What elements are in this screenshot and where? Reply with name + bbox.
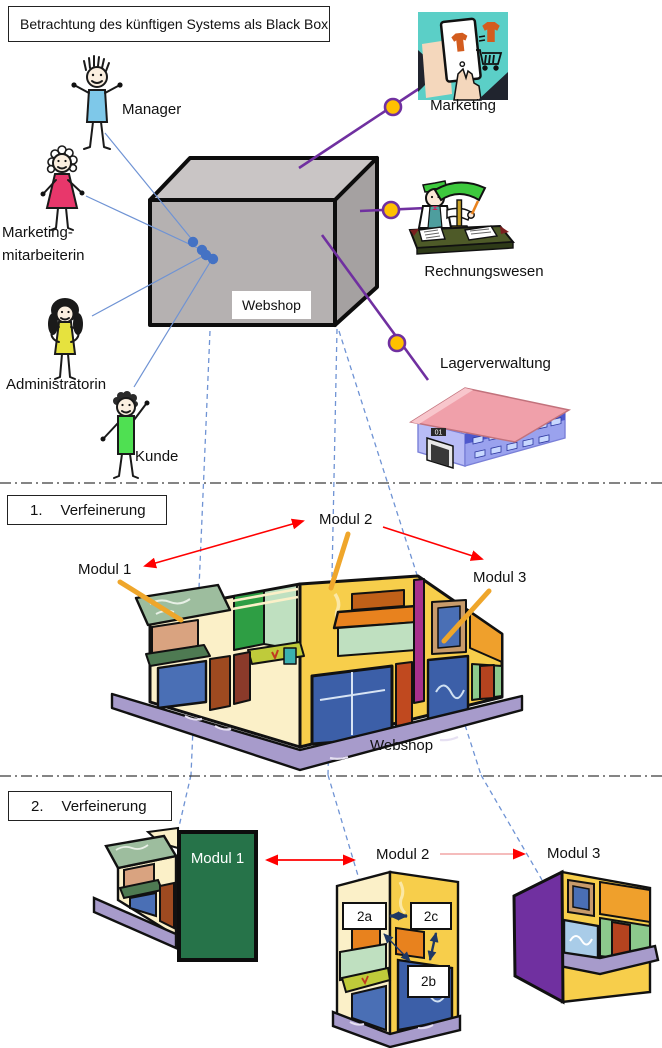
module3-fragment bbox=[512, 869, 660, 1005]
actor-label-kunde: Kunde bbox=[135, 448, 179, 465]
module-arrows-r1 bbox=[143, 518, 484, 569]
diagram-title: Betrachtung des künftigen Systems als Bl… bbox=[20, 16, 329, 32]
system-label-lagerverwaltung: Lagerverwaltung bbox=[440, 355, 551, 372]
submodule-arrows bbox=[383, 911, 439, 962]
refinement1-heading-box: 1. Verfeinerung bbox=[7, 495, 167, 525]
module2-fragment bbox=[331, 870, 462, 1048]
r2-modul2-label: Modul 2 bbox=[376, 846, 430, 863]
interface-connectors bbox=[298, 86, 449, 381]
actor-label-marketing-mitarbeiterin: Marketing-mitarbeiterin bbox=[2, 224, 85, 264]
module3-cut-face bbox=[512, 869, 565, 1005]
refinement1-number: 1. bbox=[30, 501, 43, 519]
port-dots bbox=[187, 236, 219, 265]
actor-label-manager: Manager bbox=[122, 101, 182, 118]
refinement2-label: Verfeinerung bbox=[61, 797, 147, 815]
refinement2-number: 2. bbox=[31, 797, 44, 815]
system-label-rechnungswesen: Rechnungswesen bbox=[424, 263, 544, 280]
warehouse-number: 01 bbox=[435, 430, 443, 437]
refinement1-label: Verfeinerung bbox=[60, 501, 146, 519]
r1-modul2-label: Modul 2 bbox=[319, 511, 373, 528]
webshop-building-label: Webshop bbox=[370, 737, 434, 754]
actor-label-administratorin: Administratorin bbox=[6, 376, 107, 393]
rechnungswesen-icon bbox=[408, 180, 516, 255]
r2-modul1-overlay: Modul 1 bbox=[177, 830, 258, 962]
webshop-building bbox=[110, 574, 524, 772]
manager-figure bbox=[71, 55, 123, 150]
actor-links bbox=[85, 132, 213, 388]
r2-modul3-label: Modul 3 bbox=[547, 845, 601, 862]
submodule-2b: 2b bbox=[407, 965, 450, 998]
submodule-2a: 2a bbox=[342, 902, 387, 930]
cart-icon bbox=[476, 49, 503, 71]
interface-port-rechnungswesen bbox=[381, 200, 401, 220]
interface-port-marketing bbox=[383, 97, 403, 117]
marketing-icon bbox=[418, 12, 508, 101]
r1-modul3-label: Modul 3 bbox=[473, 569, 527, 586]
kunde-figure bbox=[100, 391, 150, 479]
module-arrows-r2 bbox=[265, 848, 526, 866]
blackbox-system-label: Webshop bbox=[232, 291, 311, 319]
r1-modul1-label: Modul 1 bbox=[78, 561, 132, 578]
module1-fragment bbox=[92, 826, 179, 950]
r2-modul1-label: Modul 1 bbox=[190, 850, 245, 867]
module-callouts bbox=[117, 531, 492, 644]
interface-port-lagerverwaltung bbox=[387, 333, 407, 353]
lagerverwaltung-icon: 01 bbox=[408, 387, 572, 470]
administratorin-figure bbox=[48, 298, 83, 380]
title-box: Betrachtung des künftigen Systems als Bl… bbox=[8, 6, 330, 42]
system-label-marketing: Marketing bbox=[430, 97, 496, 114]
refinement2-heading-box: 2. Verfeinerung bbox=[8, 791, 172, 821]
marketing-mitarbeiterin-figure bbox=[40, 145, 85, 231]
submodule-2c: 2c bbox=[410, 902, 452, 930]
